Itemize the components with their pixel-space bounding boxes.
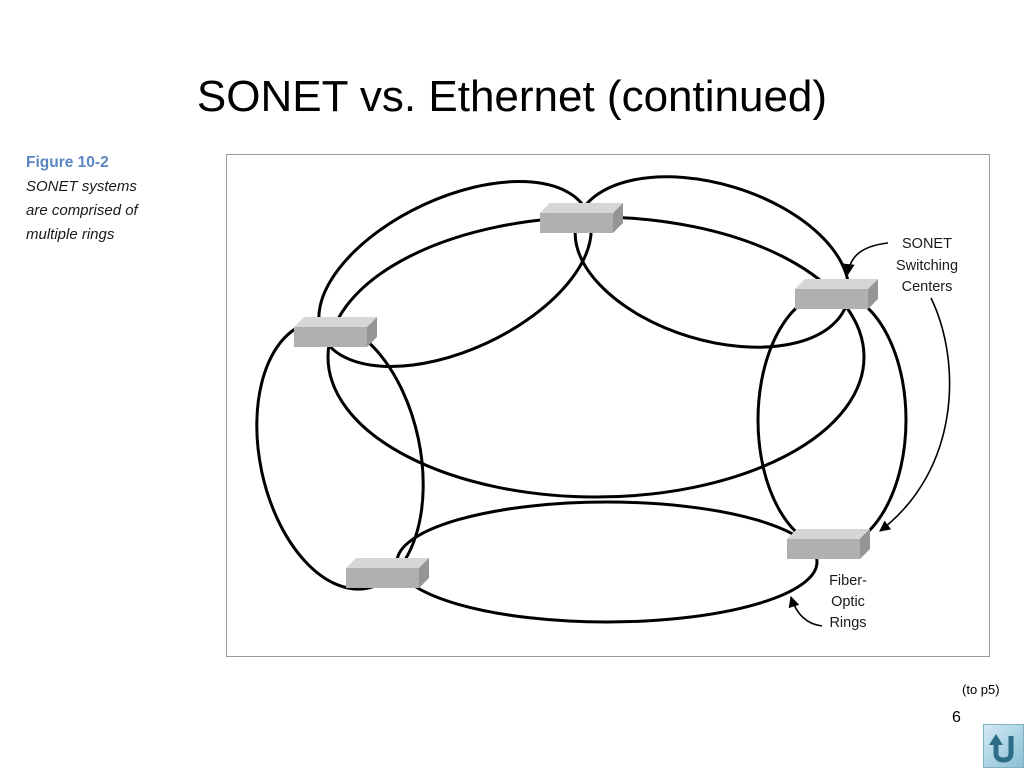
- switch-box-front-face: [795, 289, 868, 309]
- fiber-ring-bottom: [395, 500, 819, 624]
- label-fiber-rings-line1: Fiber-: [829, 573, 867, 589]
- label-fiber-rings-line2: Optic: [831, 594, 865, 610]
- switching-centers-arrow-short: [843, 242, 889, 276]
- slide-title: SONET vs. Ethernet (continued): [196, 72, 828, 121]
- switch-box-top-face: [294, 317, 377, 327]
- switch-box-side-face: [613, 203, 623, 233]
- label-switching-centers-line3: Centers: [902, 279, 953, 295]
- fiber-ring-top-right: [573, 175, 851, 349]
- fiber-ring-central: [326, 215, 866, 499]
- label-switching-centers-line1: SONET: [902, 236, 952, 252]
- switch-box-front-face: [787, 539, 860, 559]
- switching-center-right: [795, 279, 878, 309]
- page-number: 6: [952, 709, 961, 726]
- footer-link-text: (to p5): [962, 682, 1000, 697]
- switch-box-top-face: [795, 279, 878, 289]
- switch-box-side-face: [860, 529, 870, 559]
- switch-box-side-face: [367, 317, 377, 347]
- switch-box-front-face: [294, 327, 367, 347]
- switching-center-left: [294, 317, 377, 347]
- switching-center-top: [540, 203, 623, 233]
- switch-box-front-face: [540, 213, 613, 233]
- switching-center-bottom-right: [787, 529, 870, 559]
- return-arrow-icon: [989, 734, 1014, 763]
- figure-caption: Figure 10-2 SONET systems are comprised …: [26, 151, 216, 247]
- caption-line: multiple rings: [26, 226, 115, 243]
- switch-box-top-face: [346, 558, 429, 568]
- label-fiber-rings-line3: Rings: [829, 615, 866, 631]
- label-switching-centers-line2: Switching: [896, 258, 958, 274]
- fiber-rings-arrow: [788, 595, 823, 627]
- sonet-ring-diagram: SONET Switching Centers Fiber- Optic Rin…: [255, 175, 958, 631]
- switch-box-top-face: [787, 529, 870, 539]
- caption-line: SONET systems: [26, 178, 137, 195]
- switch-box-side-face: [868, 279, 878, 309]
- switch-box-top-face: [540, 203, 623, 213]
- switch-box-front-face: [346, 568, 419, 588]
- figure-number: Figure 10-2: [26, 154, 109, 171]
- fiber-ring-right: [756, 290, 908, 550]
- return-button[interactable]: [983, 724, 1024, 768]
- switching-center-bottom-left: [346, 558, 429, 588]
- caption-line: are comprised of: [26, 202, 138, 219]
- switch-box-side-face: [419, 558, 429, 588]
- fiber-ring-top-left: [317, 180, 593, 368]
- switching-centers-arrow-long: [879, 297, 951, 532]
